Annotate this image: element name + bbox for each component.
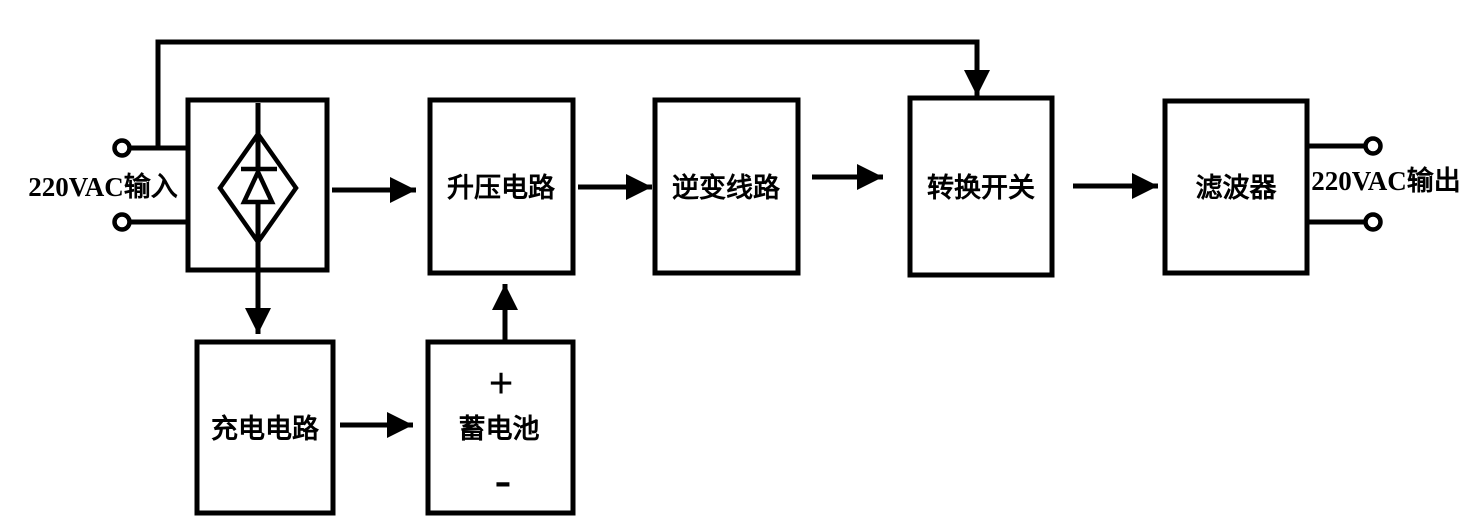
filter-block [1162, 98, 1310, 276]
battery-label: 蓄电池 [459, 414, 540, 444]
output-terminal-top-icon [1363, 136, 1383, 156]
charger-circuit-block [194, 339, 336, 516]
inverter-circuit-block [652, 97, 801, 276]
transfer-switch-block [907, 95, 1055, 278]
output-terminal-bottom-icon [1363, 212, 1383, 232]
battery-plus-sign: + [488, 359, 513, 408]
charger-circuit-label: 充电电路 [211, 413, 320, 444]
transfer-switch-label: 转换开关 [927, 173, 1035, 203]
input-terminal-bottom-icon [112, 212, 132, 232]
ac-output-terminals [1307, 136, 1383, 232]
filter-label: 滤波器 [1196, 173, 1278, 203]
inverter-circuit-label: 逆变线路 [672, 172, 781, 203]
ac-output-label: 220VAC输出 [1311, 165, 1461, 196]
boost-circuit-label: 升压电路 [447, 172, 556, 203]
battery-block [425, 339, 576, 516]
bypass-line-arrow [155, 39, 990, 148]
input-terminal-top-icon [112, 138, 132, 158]
battery-minus-sign: - [495, 451, 512, 507]
ac-input-label: 220VAC输入 [28, 171, 178, 202]
boost-circuit-block [427, 97, 576, 276]
